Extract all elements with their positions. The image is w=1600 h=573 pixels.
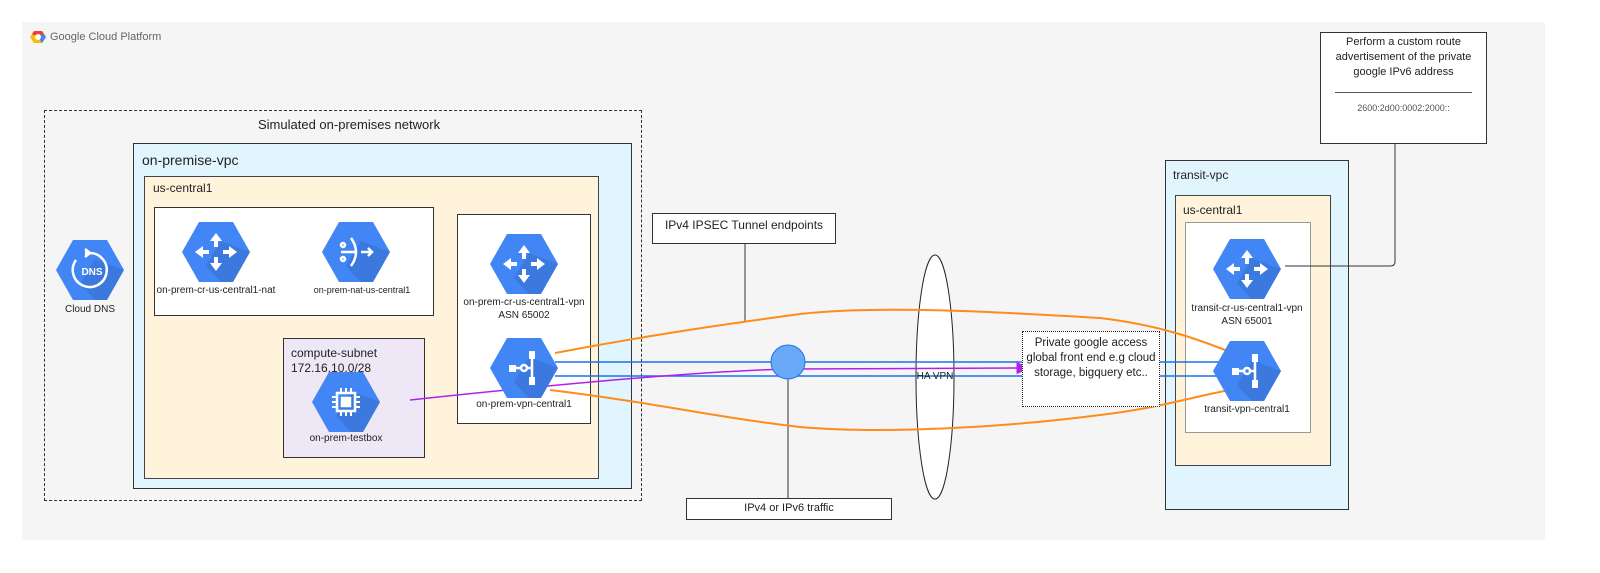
custom-route-text: Perform a custom route advertisement of … xyxy=(1335,36,1472,78)
testbox-label: on-prem-testbox xyxy=(309,433,383,444)
traffic-note: IPv4 or IPv6 traffic xyxy=(686,498,892,520)
onprem-network-title: Simulated on-premises network xyxy=(258,117,441,132)
nat-router-label: on-prem-cr-us-central1-nat xyxy=(156,285,276,296)
onprem-region-label: us-central1 xyxy=(153,181,213,195)
transit-router-label: transit-cr-us-central1-vpn xyxy=(1191,303,1303,314)
vpn-gateway-icon xyxy=(1212,340,1282,402)
ha-vpn-ellipse xyxy=(915,254,955,500)
ipv6-address: 2600:2d00:0002:2000:: xyxy=(1357,103,1450,113)
onprem-vpn-label: on-prem-vpn-central1 xyxy=(476,399,572,410)
divider xyxy=(1335,92,1472,93)
onprem-vpc-label: on-premise-vpc xyxy=(142,152,239,168)
custom-route-note: Perform a custom route advertisement of … xyxy=(1320,32,1487,144)
onprem-vpn-router-label: on-prem-cr-us-central1-vpn xyxy=(463,297,585,308)
traffic-node xyxy=(770,344,806,380)
nat-label: on-prem-nat-us-central1 xyxy=(313,285,411,295)
cloud-nat-icon xyxy=(321,221,391,283)
onprem-network-boundary xyxy=(44,110,642,501)
router-icon xyxy=(1212,238,1282,300)
svg-text:DNS: DNS xyxy=(81,267,102,278)
vpn-gateway-icon xyxy=(489,337,559,399)
pga-note: Private google access global front end e… xyxy=(1022,331,1160,407)
ha-vpn-label: HA VPN xyxy=(916,371,954,382)
router-icon xyxy=(489,233,559,295)
logo-text: Google Cloud Platform xyxy=(50,31,162,43)
cloud-dns-label: Cloud DNS xyxy=(64,304,116,315)
transit-vpn-label: transit-vpn-central1 xyxy=(1204,404,1290,415)
subnet-name: compute-subnet xyxy=(291,346,378,360)
route-callout-line xyxy=(1285,144,1396,267)
gcp-logo: Google Cloud Platform xyxy=(30,30,161,44)
gcp-hex-logo-icon xyxy=(30,31,46,43)
tunnel-1 xyxy=(554,308,1231,354)
transit-asn: ASN 65001 xyxy=(1221,316,1273,327)
transit-vpc-label: transit-vpc xyxy=(1173,168,1229,182)
ipsec-note: IPv4 IPSEC Tunnel endpoints xyxy=(652,213,836,244)
cloud-dns-icon: DNS xyxy=(55,239,125,301)
traffic-flow-arrow xyxy=(409,362,1032,401)
router-icon xyxy=(181,221,251,283)
transit-region-label: us-central1 xyxy=(1183,203,1243,217)
compute-engine-icon xyxy=(311,371,381,433)
subnet-cidr: 172.16.10.0/28 xyxy=(291,361,372,375)
onprem-asn: ASN 65002 xyxy=(498,310,550,321)
